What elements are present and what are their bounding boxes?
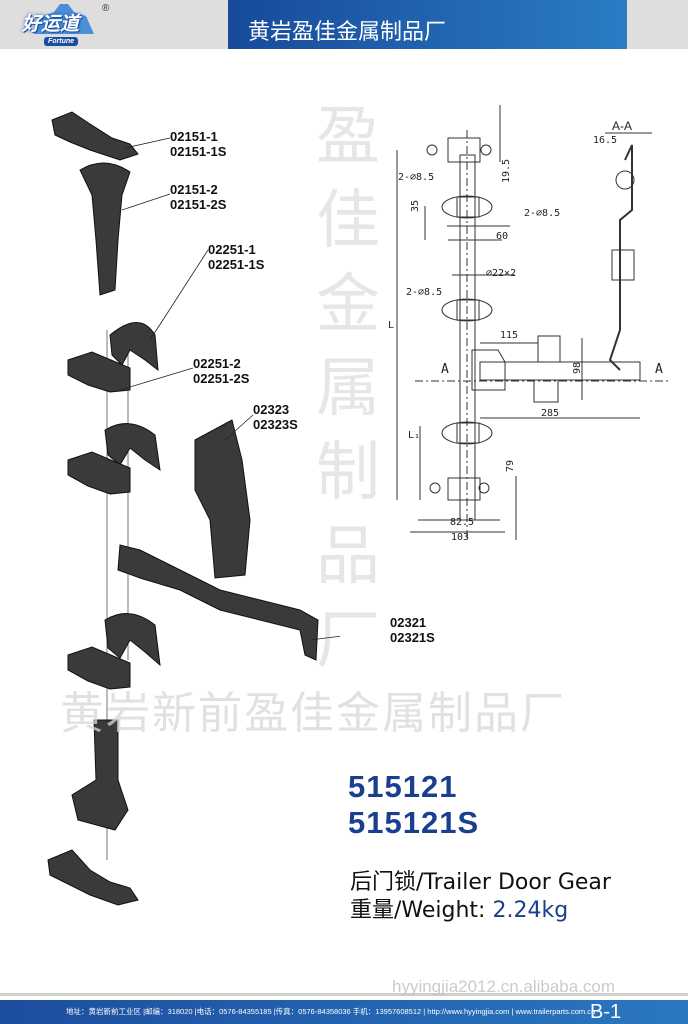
- watermark-vertical: 盈佳金属制品厂: [310, 95, 386, 683]
- dim-115: 115: [500, 330, 519, 341]
- dim-82-5: 82.5: [450, 517, 475, 528]
- watermark-char: 盈: [316, 100, 380, 174]
- product-weight: 重量/Weight: 2.24kg: [350, 898, 568, 924]
- page-number: B-1: [590, 1001, 622, 1023]
- watermark-char: 金: [316, 268, 380, 342]
- dim-79: 79: [505, 459, 517, 473]
- dim-hole-mid: 2-⌀8.5: [524, 208, 561, 219]
- dim-L: L: [388, 320, 395, 331]
- model-number-s: 515121S: [348, 805, 480, 840]
- dim-tube: ⌀22×2: [486, 268, 517, 279]
- part-02151-2: [79, 162, 131, 296]
- dim-L1: L₁: [408, 430, 421, 441]
- dim-103: 103: [451, 532, 470, 543]
- dim-35: 35: [410, 199, 422, 213]
- logo-subtext: Fortune: [44, 37, 79, 46]
- section-mark-right: A: [655, 362, 663, 377]
- watermark-char: 属: [316, 352, 380, 426]
- logo-gear-icon: [34, 4, 94, 34]
- section-mark-left: A: [441, 362, 449, 377]
- weight-value: 2.24kg: [492, 898, 569, 923]
- part-02321: [117, 544, 319, 661]
- dim-98: 98: [572, 361, 584, 375]
- section-title: A-A: [612, 119, 633, 133]
- dim-60: 60: [496, 231, 509, 242]
- watermark-char: 品: [316, 520, 380, 594]
- model-number: 515121: [348, 769, 458, 804]
- watermark-char: 制: [316, 436, 380, 510]
- dim-hole-low: 2-⌀8.5: [406, 287, 443, 298]
- logo-text: 好运道: [22, 13, 80, 35]
- part-02151-1: [51, 111, 139, 161]
- dim-hole-top: 2-⌀8.5: [398, 172, 435, 183]
- fortune-logo: 好运道 Fortune ®: [18, 3, 110, 46]
- footer-contact: 地址：黄岩新前工业区 |邮编：318020 |电话：0576-84355185 …: [66, 1007, 596, 1016]
- watermark-char: 佳: [316, 184, 380, 258]
- part-02251-2: [67, 351, 131, 393]
- dim-285: 285: [541, 408, 560, 419]
- part-02251-1: [109, 322, 159, 372]
- parts-exploded-view: [47, 111, 340, 906]
- watermark-char: 厂: [316, 604, 380, 678]
- dim-16-5: 16.5: [593, 135, 618, 146]
- site-watermark: hyyingjia2012.cn.alibaba.com: [392, 977, 616, 996]
- company-banner: 黄岩盈佳金属制品厂: [228, 0, 627, 49]
- watermark-horizontal: 黄岩新前盈佳金属制品厂: [60, 688, 566, 739]
- footer-bar: [0, 1000, 688, 1024]
- dim-19-5: 19.5: [501, 158, 513, 184]
- registered-mark: ®: [102, 3, 110, 14]
- part-02323: [194, 419, 251, 579]
- product-name: 后门锁/Trailer Door Gear: [350, 870, 611, 895]
- weight-label: 重量/Weight:: [350, 898, 493, 923]
- footer-divider: [0, 993, 688, 996]
- technical-drawing: [396, 105, 670, 540]
